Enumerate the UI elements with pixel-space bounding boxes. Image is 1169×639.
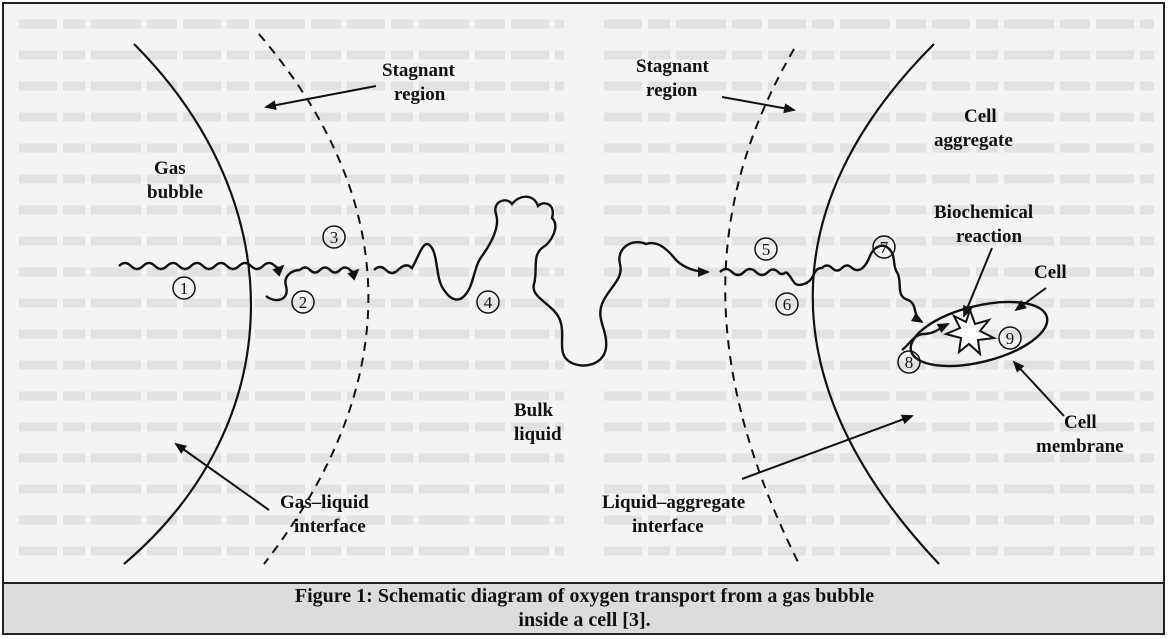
- cell-aggregate-boundary: [813, 44, 939, 564]
- oxygen-path-4-bulk: [374, 197, 708, 366]
- caption-line-2: inside a cell [3].: [4, 608, 1165, 632]
- step-marker-3: 3: [323, 226, 345, 248]
- oxygen-path-1: [119, 263, 283, 269]
- label-cell: Cell: [1034, 262, 1067, 283]
- svg-text:6: 6: [783, 295, 792, 314]
- caption-line-1: Figure 1: Schematic diagram of oxygen tr…: [4, 584, 1165, 608]
- svg-text:7: 7: [880, 238, 889, 257]
- gas-bubble-boundary: [124, 44, 251, 564]
- step-marker-1: 1: [173, 277, 195, 299]
- step-marker-2: 2: [292, 291, 314, 313]
- svg-text:4: 4: [484, 293, 493, 312]
- svg-text:3: 3: [330, 228, 339, 247]
- svg-text:1: 1: [180, 279, 189, 298]
- step-marker-6: 6: [776, 293, 798, 315]
- step-marker-4: 4: [477, 291, 499, 313]
- step-marker-5: 5: [755, 238, 777, 260]
- step-marker-9: 9: [999, 327, 1021, 349]
- arrow-cell-membrane: [1014, 362, 1064, 416]
- arrow-cell: [1016, 288, 1046, 310]
- oxygen-path-7: [898, 274, 922, 322]
- svg-text:8: 8: [905, 353, 914, 372]
- svg-text:5: 5: [762, 240, 771, 259]
- arrow-gas-liquid-interface: [176, 444, 269, 510]
- arrow-stagnant-left: [266, 86, 376, 107]
- oxygen-path-3: [300, 268, 358, 273]
- oxygen-path-5: [720, 269, 786, 275]
- arrow-stagnant-right: [722, 97, 794, 110]
- arrow-liquid-aggregate-interface: [742, 416, 912, 479]
- svg-text:2: 2: [299, 293, 308, 312]
- svg-text:9: 9: [1006, 329, 1015, 348]
- step-marker-8: 8: [898, 351, 920, 373]
- figure-caption: Figure 1: Schematic diagram of oxygen tr…: [4, 582, 1165, 635]
- reaction-star: [946, 310, 994, 354]
